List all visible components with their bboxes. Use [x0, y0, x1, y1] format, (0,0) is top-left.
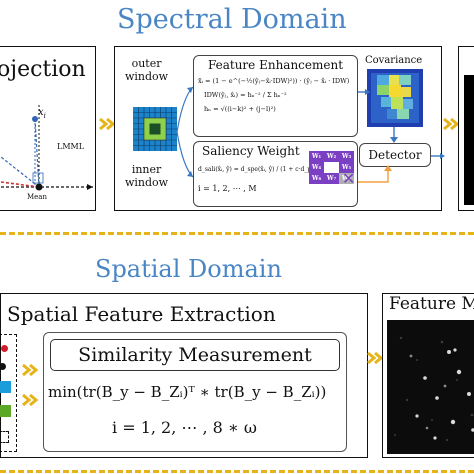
- projection-box: ojection xi LMML Mean: [0, 46, 96, 211]
- projection-title: ojection: [0, 57, 86, 82]
- point-xi: [32, 116, 38, 122]
- blue-square-icon: [0, 381, 11, 393]
- saliency-weight-box: Saliency Weight d_sali(x̂ᵢ, ŷ) = d_spe(x…: [193, 141, 358, 207]
- inner-label-2: window: [125, 176, 169, 189]
- mean-label: Mean: [27, 193, 47, 201]
- spectral-result-image: [464, 75, 474, 205]
- outer-label-1: outer: [131, 57, 162, 70]
- inner-window-label: inner window: [125, 163, 168, 189]
- covariance-heatmap: [367, 69, 423, 127]
- weight-cell: W₇: [324, 173, 339, 184]
- spectral-domain-title: Spectral Domain: [117, 4, 347, 35]
- weight-cell: W₅: [339, 162, 354, 173]
- saliency-weight-title: Saliency Weight: [202, 144, 300, 158]
- similarity-header: Similarity Measurement: [50, 339, 340, 371]
- mean-point: [35, 183, 43, 191]
- projection-plot: [0, 105, 93, 191]
- weight-cell: W₄: [309, 162, 324, 173]
- cross-icon: ✕: [342, 169, 356, 188]
- window-grid: [133, 107, 177, 151]
- down-arrow-icon: [390, 127, 398, 143]
- weight-cell-center: [324, 162, 339, 173]
- weight-cell: W₂: [324, 151, 339, 162]
- spectral-result-box: [458, 46, 474, 211]
- outer-label-2: window: [125, 70, 169, 83]
- xi-base: x: [38, 107, 44, 118]
- xi-label: xi: [38, 107, 46, 120]
- bottom-divider: [0, 470, 474, 473]
- green-square-icon: [0, 405, 11, 417]
- detector-box: Detector: [359, 143, 431, 167]
- spatial-main-box: Spatial Feature Extraction Similarity Me…: [0, 293, 368, 458]
- detector-label: Detector: [368, 148, 422, 162]
- spectral-main-box: outer window inner window Feature Enhanc…: [114, 46, 445, 211]
- sw-formula-2: i = 1, 2, ⋯ , M: [198, 184, 257, 193]
- inner-label-1: inner: [131, 163, 162, 176]
- similarity-formula-2: i = 1, 2, ⋯ , 8 ∗ ω: [112, 418, 257, 437]
- feature-map-box: Feature M: [382, 293, 474, 458]
- red-dot-icon: [1, 345, 8, 352]
- spatial-extraction-title: Spatial Feature Extraction: [7, 302, 276, 326]
- weight-cell: W₁: [309, 151, 324, 162]
- feature-enhancement-box: Feature Enhancement x̃ᵢ = (1 − e^(−½(ŷⱼ−…: [193, 55, 358, 137]
- sw-formula-1: d_sali(x̂ᵢ, ŷ) = d_spe(x̂ᵢ, ŷ) / (1 + c·…: [198, 166, 337, 173]
- chevron-arrow-icon: [99, 118, 116, 130]
- similarity-measurement-box: Similarity Measurement min(tr(B_y − B_Zᵢ…: [43, 332, 347, 452]
- feature-map-title: Feature M: [389, 294, 474, 314]
- similarity-title: Similarity Measurement: [78, 344, 312, 366]
- fe-formula-2: IDW(ŷⱼ, x̂ᵢ) = hₙ⁻² / Σ hₙ⁻²: [204, 91, 287, 99]
- black-dot-icon: [0, 363, 6, 370]
- weight-cell: W₃: [339, 151, 354, 162]
- section-divider: [0, 232, 474, 235]
- similarity-formula-1: min(tr(B_y − B_Zᵢ)ᵀ ∗ tr(B_y − B_Zᵢ)): [48, 383, 327, 401]
- xi-sub: i: [43, 112, 46, 120]
- chevron-arrow-icon: [367, 352, 384, 364]
- weight-cell: W₆: [309, 173, 324, 184]
- split-arrows: [176, 86, 194, 178]
- chevron-arrow-icon: [22, 394, 39, 406]
- lmml-label: LMML: [57, 142, 85, 151]
- covariance-label: Covariance: [365, 55, 423, 66]
- output-arrow-icon: [431, 153, 445, 159]
- spatial-domain-title: Spatial Domain: [95, 255, 282, 283]
- feedback-arrow: [358, 165, 392, 183]
- right-arrow-icon: [358, 89, 370, 95]
- patch-legend: [0, 334, 17, 452]
- outer-window-label: outer window: [125, 57, 168, 83]
- fe-formula-1: x̃ᵢ = (1 − e^(−½(ŷⱼ−x̂ᵢ·IDW)²)) · (ŷⱼ − …: [198, 77, 350, 85]
- fe-formula-3: hₙ = √((i−k)² + (j−l)²): [204, 105, 276, 113]
- chevron-arrow-icon: [22, 364, 39, 376]
- feature-enhancement-title: Feature Enhancement: [207, 58, 344, 72]
- weight-grid: W₁ W₂ W₃ W₄ W₅ W₆ W₇ W₈: [309, 151, 355, 191]
- weight-cell: W₈: [339, 173, 354, 184]
- chevron-arrow-icon: [443, 118, 460, 130]
- feature-map-image: [387, 320, 474, 454]
- dashed-square-icon: [0, 431, 9, 443]
